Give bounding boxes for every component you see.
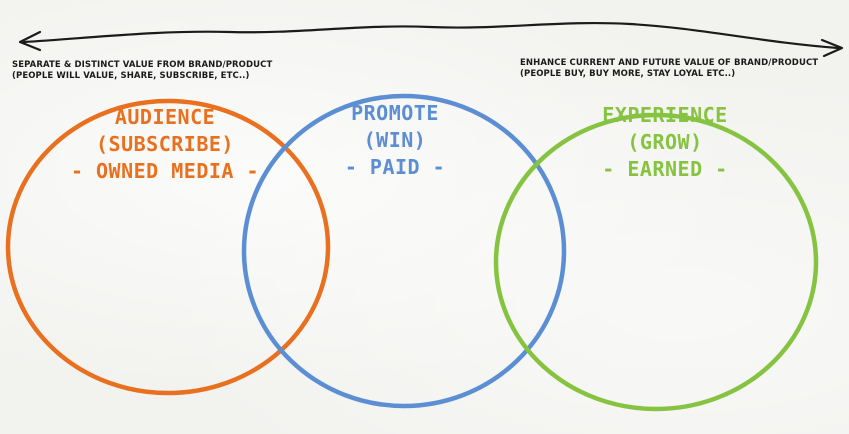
experience-circle: [493, 112, 819, 412]
arrow-head-right-icon: [820, 38, 844, 58]
right-caption-line1: ENHANCE CURRENT AND FUTURE VALUE OF BRAN…: [520, 58, 819, 68]
promote-subtitle: (WIN): [363, 128, 427, 152]
experience-media: - EARNED -: [602, 157, 728, 181]
left-caption: SEPARATE & DISTINCT VALUE FROM BRAND/PRO…: [12, 60, 272, 82]
promote-media: - PAID -: [344, 155, 446, 179]
arrow-shaft: [22, 21, 840, 50]
promote-label: PROMOTE (WIN) - PAID -: [300, 100, 490, 181]
arrow-head-left-icon: [18, 30, 42, 52]
left-caption-line1: SEPARATE & DISTINCT VALUE FROM BRAND/PRO…: [12, 60, 273, 70]
audience-title: AUDIENCE: [114, 105, 216, 129]
promote-circle: [241, 93, 567, 409]
audience-circle: [5, 98, 331, 396]
audience-subtitle: (SUBSCRIBE): [96, 132, 234, 156]
promote-title: PROMOTE: [351, 101, 439, 125]
left-caption-line2: (PEOPLE WILL VALUE, SHARE, SUBSCRIBE, ET…: [12, 71, 250, 81]
experience-label: EXPERIENCE (GROW) - EARNED -: [560, 102, 770, 183]
audience-media: - OWNED MEDIA -: [70, 159, 260, 183]
right-caption: ENHANCE CURRENT AND FUTURE VALUE OF BRAN…: [520, 58, 818, 80]
audience-label: AUDIENCE (SUBSCRIBE) - OWNED MEDIA -: [40, 104, 290, 185]
right-caption-line2: (PEOPLE BUY, BUY MORE, STAY LOYAL ETC..): [520, 69, 736, 79]
experience-title: EXPERIENCE: [602, 103, 728, 127]
experience-subtitle: (GROW): [627, 130, 703, 154]
